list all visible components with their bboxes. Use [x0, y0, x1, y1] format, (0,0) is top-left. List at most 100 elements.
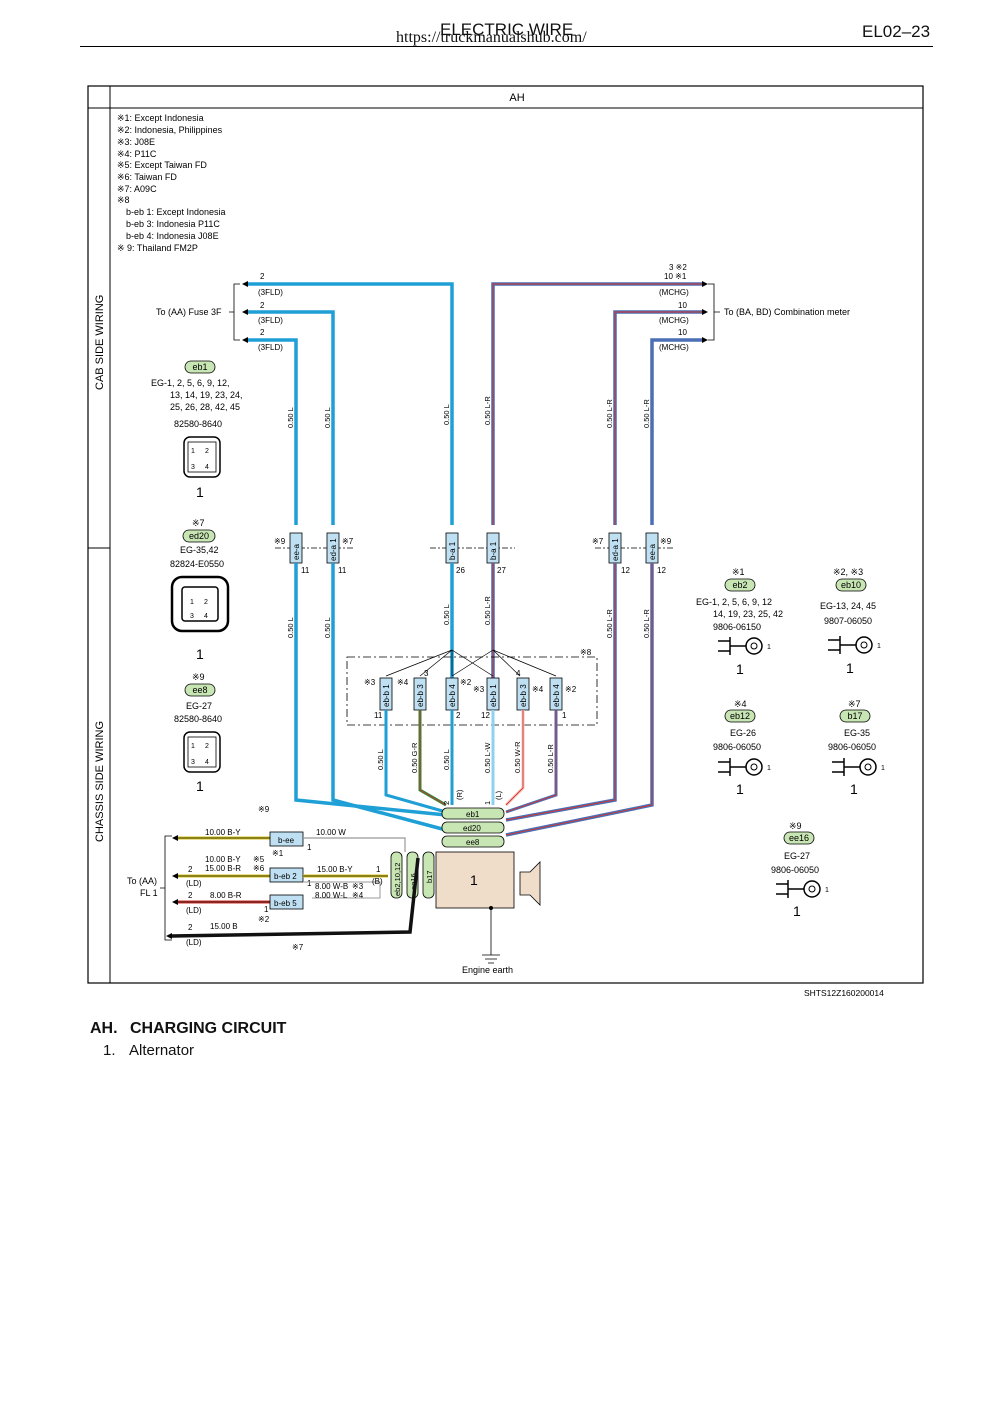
note: b-eb 1: Except Indonesia: [126, 207, 226, 217]
note: b-eb 4: Indonesia J08E: [126, 231, 219, 241]
svg-text:1: 1: [376, 865, 381, 874]
svg-text:1: 1: [877, 643, 881, 650]
note: ※1: Except Indonesia: [117, 113, 204, 123]
svg-text:3: 3: [191, 759, 195, 766]
wire-label: 0.50 L-W: [483, 742, 492, 773]
diagram-frame: [87, 85, 924, 984]
svg-text:b-ee: b-ee: [278, 836, 295, 845]
connector-number: 1: [846, 660, 854, 676]
svg-text:10 ※1: 10 ※1: [664, 272, 687, 281]
ground-b17: ※7 b17 EG-35 9806-06050 1 1: [828, 699, 885, 797]
wire-label: 0.50 L-R: [605, 609, 614, 638]
svg-text:3: 3: [190, 613, 194, 620]
connector-number: 1: [196, 778, 204, 794]
wire-label: 0.50 L: [323, 407, 332, 428]
mchg-label: (MCHG): [659, 343, 689, 352]
svg-text:1: 1: [881, 765, 885, 772]
svg-text:eb-b 1: eb-b 1: [489, 684, 498, 707]
connector-mark: ※1: [732, 567, 745, 577]
fld-label: (3FLD): [258, 316, 283, 325]
wire-label: 15.00 B: [210, 922, 238, 931]
note: ※4: P11C: [117, 149, 157, 159]
connector-name: eb12: [730, 711, 750, 721]
alternator: 1 Engine earth: [435, 851, 541, 975]
connector-part: 82824-E0550: [170, 559, 224, 569]
connector-mark: ※7: [848, 699, 861, 709]
engine-earth-label: Engine earth: [462, 965, 513, 975]
svg-text:2: 2: [188, 865, 193, 874]
svg-text:※3: ※3: [352, 882, 364, 891]
note: ※8: [117, 195, 130, 205]
connector-eb1: eb1 EG-1, 2, 5, 6, 9, 12, 13, 14, 19, 23…: [151, 360, 243, 500]
connector-part: 9806-06050: [828, 742, 876, 752]
mid-connectors: ee-a ed-a 1 b-a 1 b-a 1 ed-a 1 ee-a ※9※7…: [274, 532, 675, 575]
cab-side-label: CAB SIDE WIRING: [94, 295, 106, 390]
page-number: EL02–23: [862, 22, 931, 41]
fld-label: (3FLD): [258, 343, 283, 352]
connector-name: ed20: [189, 531, 209, 541]
svg-text:12: 12: [657, 566, 666, 575]
wire-label: 8.00 B-R: [210, 891, 242, 900]
svg-text:※4: ※4: [352, 891, 364, 900]
to-fl-label: FL 1: [140, 888, 158, 898]
wire-label: 8.00 W-L: [315, 891, 348, 900]
connector-number: 1: [793, 903, 801, 919]
svg-text:1: 1: [767, 644, 771, 651]
header-url[interactable]: https://truckmanualshub.com/: [396, 29, 587, 46]
wire-label: 10.00 B-Y: [205, 828, 241, 837]
connector-part: 82580-8640: [174, 419, 222, 429]
svg-text:2: 2: [442, 801, 451, 805]
wire-label: 0.50 G-R: [410, 742, 419, 773]
connector-mark: ※2, ※3: [833, 567, 863, 577]
svg-text:27: 27: [497, 566, 506, 575]
connector-eg: EG-13, 24, 45: [820, 601, 876, 611]
to-fl-label: To (AA): [127, 876, 157, 886]
connector-mark: ※9: [789, 821, 802, 831]
connector-eg: EG-27: [784, 851, 810, 861]
svg-text:2: 2: [260, 272, 265, 281]
wire-l: [248, 282, 454, 525]
eb-connector-group: ※8 eb-b 1 eb-b 3 eb-b 4 eb-b 1 eb-b 3 eb…: [346, 648, 598, 726]
svg-text:2: 2: [188, 891, 193, 900]
wire-label: 0.50 L-R: [605, 399, 614, 428]
svg-text:2: 2: [205, 743, 209, 750]
sheet-code: SHTS12Z160200014: [804, 988, 884, 998]
note: ※ 9: Thailand FM2P: [117, 243, 198, 253]
svg-text:ee-a: ee-a: [648, 543, 657, 560]
connector-part: 9806-06150: [713, 622, 761, 632]
caption-title: CHARGING CIRCUIT: [130, 1020, 287, 1037]
chassis-side-label: CHASSIS SIDE WIRING: [94, 721, 106, 842]
svg-text:ee-a: ee-a: [292, 543, 301, 560]
caption-code: AH.: [90, 1020, 118, 1037]
note: ※7: A09C: [117, 184, 157, 194]
svg-text:3: 3: [191, 464, 195, 471]
svg-text:eb-b 3: eb-b 3: [416, 684, 425, 707]
svg-text:ee16: ee16: [409, 873, 418, 890]
svg-text:eb-b 4: eb-b 4: [552, 684, 561, 707]
svg-text:12: 12: [481, 711, 490, 720]
connector-name: eb10: [841, 580, 861, 590]
wire-label: 0.50 L: [442, 749, 451, 770]
svg-text:b17: b17: [425, 870, 434, 883]
svg-text:b-a 1: b-a 1: [448, 541, 457, 560]
svg-text:2: 2: [205, 448, 209, 455]
ld-label: (LD): [186, 906, 202, 915]
ground-eb2: ※1 eb2 EG-1, 2, 5, 6, 9, 12 14, 19, 23, …: [696, 567, 783, 677]
connector-eg: EG-35: [844, 728, 870, 738]
connector-name: b17: [847, 711, 862, 721]
svg-text:1: 1: [562, 711, 567, 720]
wire-label: 15.00 B-Y: [317, 865, 353, 874]
wire-label: 0.50 L-R: [642, 609, 651, 638]
connector-eg: 25, 26, 28, 42, 45: [170, 402, 240, 412]
svg-text:ed20: ed20: [463, 824, 481, 833]
header-title: ELECTRIC WIRE: [440, 20, 574, 39]
wire-label: 0.50 L: [286, 617, 295, 638]
section-caption: AH. CHARGING CIRCUIT: [90, 1020, 286, 1038]
wire-label: 0.50 L-R: [546, 744, 555, 773]
to-meter-label: To (BA, BD) Combination meter: [724, 307, 850, 317]
wire-label: 10.00 W: [316, 828, 346, 837]
svg-text:※1: ※1: [272, 849, 284, 858]
connector-mark: ※9: [192, 672, 205, 682]
wire-l: [248, 310, 335, 525]
